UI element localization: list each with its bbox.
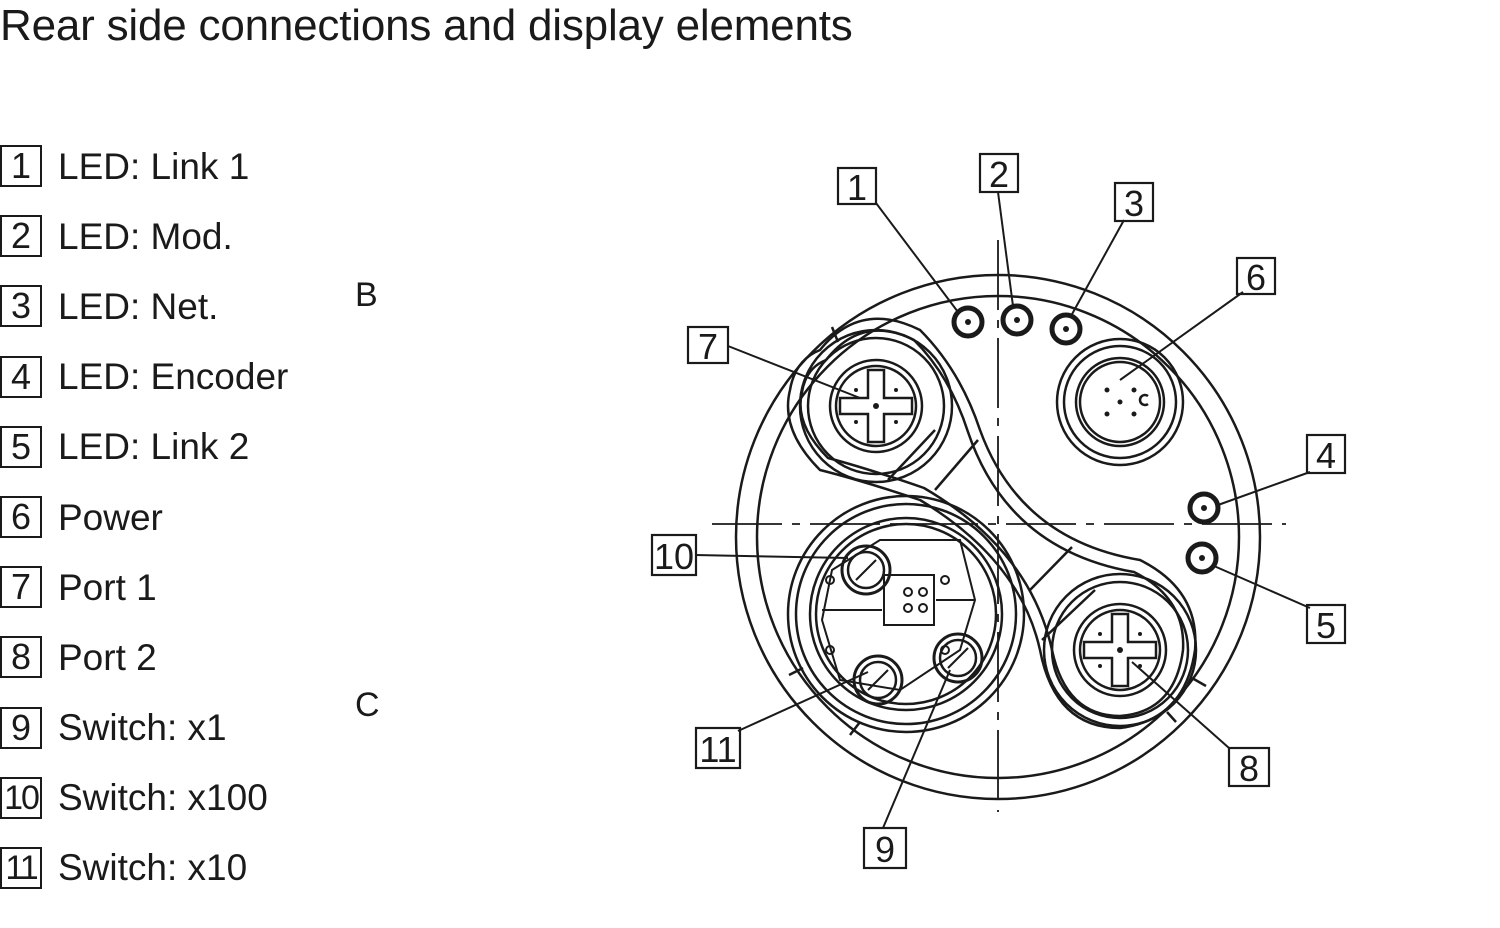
legend-label: Switch: x1 (58, 707, 227, 749)
legend-label: Power (58, 496, 163, 538)
legend-number-box: 6 (0, 496, 42, 539)
power-connector-icon (1055, 337, 1185, 467)
led-encoder-icon (1187, 491, 1221, 525)
legend-label: LED: Link 1 (58, 145, 250, 187)
callout-label-7: 7 (698, 326, 718, 367)
legend-number-box: 10 (0, 776, 42, 819)
led-link1-icon (951, 305, 985, 339)
legend-item: 1 LED: Link 1 (0, 131, 288, 201)
legend-label: Switch: x10 (58, 847, 248, 889)
callout-label-11: 11 (699, 729, 736, 770)
callout-label-9: 9 (875, 829, 895, 870)
callout-label-6: 6 (1246, 257, 1266, 298)
switch-x1-icon (932, 632, 984, 684)
center-lines (712, 240, 1286, 812)
legend-label: Port 1 (58, 566, 157, 608)
switch-x100-icon (840, 544, 892, 596)
legend-number-box: 3 (0, 285, 42, 328)
switch-panel (786, 494, 1026, 734)
callout-label-3: 3 (1124, 183, 1144, 224)
callout-label-5: 5 (1316, 605, 1336, 646)
legend-number-box: 9 (0, 706, 42, 749)
legend-label: LED: Encoder (58, 356, 289, 398)
legend-number-box: 8 (0, 636, 42, 679)
legend-number-box: 7 (0, 566, 42, 609)
side-label-c: C (355, 686, 380, 724)
legend-item: 3 LED: Net. (0, 271, 288, 341)
legend-label: LED: Link 2 (58, 426, 250, 468)
callout-boxes (650, 152, 1347, 870)
page-title: Rear side connections and display elemen… (0, 1, 853, 50)
legend-number-box: 1 (0, 145, 42, 188)
callout-label-10: 10 (654, 536, 694, 577)
legend-label: LED: Net. (58, 285, 219, 327)
led-link2-icon (1185, 541, 1219, 575)
led-net-icon (1049, 312, 1083, 346)
legend-label: Switch: x100 (58, 777, 268, 819)
legend-number-box: 5 (0, 425, 42, 468)
legend-item: 8 Port 2 (0, 622, 288, 692)
legend-number-box: 11 (0, 846, 42, 889)
switch-x10-icon (852, 654, 904, 706)
legend-number-box: 2 (0, 215, 42, 258)
led-mod-icon (1000, 303, 1034, 337)
legend-label: Port 2 (58, 636, 157, 678)
legend-item: 9 Switch: x1 (0, 693, 288, 763)
callout-label-8: 8 (1239, 748, 1259, 789)
callout-label-2: 2 (989, 154, 1009, 195)
port2-connector-icon (1042, 572, 1198, 728)
callout-label-1: 1 (847, 167, 867, 208)
legend-item: 7 Port 1 (0, 552, 288, 622)
legend-number-box: 4 (0, 355, 42, 398)
legend-item: 2 LED: Mod. (0, 201, 288, 271)
callout-label-4: 4 (1316, 435, 1336, 476)
legend-item: 6 Power (0, 482, 288, 552)
legend-item: 11 Switch: x10 (0, 833, 288, 903)
legend-item: 4 LED: Encoder (0, 342, 288, 412)
port1-connector-icon (798, 328, 954, 484)
callout-leaders (694, 191, 1311, 829)
legend-item: 5 LED: Link 2 (0, 412, 288, 482)
legend-item: 10 Switch: x100 (0, 763, 288, 833)
legend-label: LED: Mod. (58, 215, 233, 257)
led-indicators (951, 303, 1221, 575)
side-label-b: B (355, 276, 378, 314)
